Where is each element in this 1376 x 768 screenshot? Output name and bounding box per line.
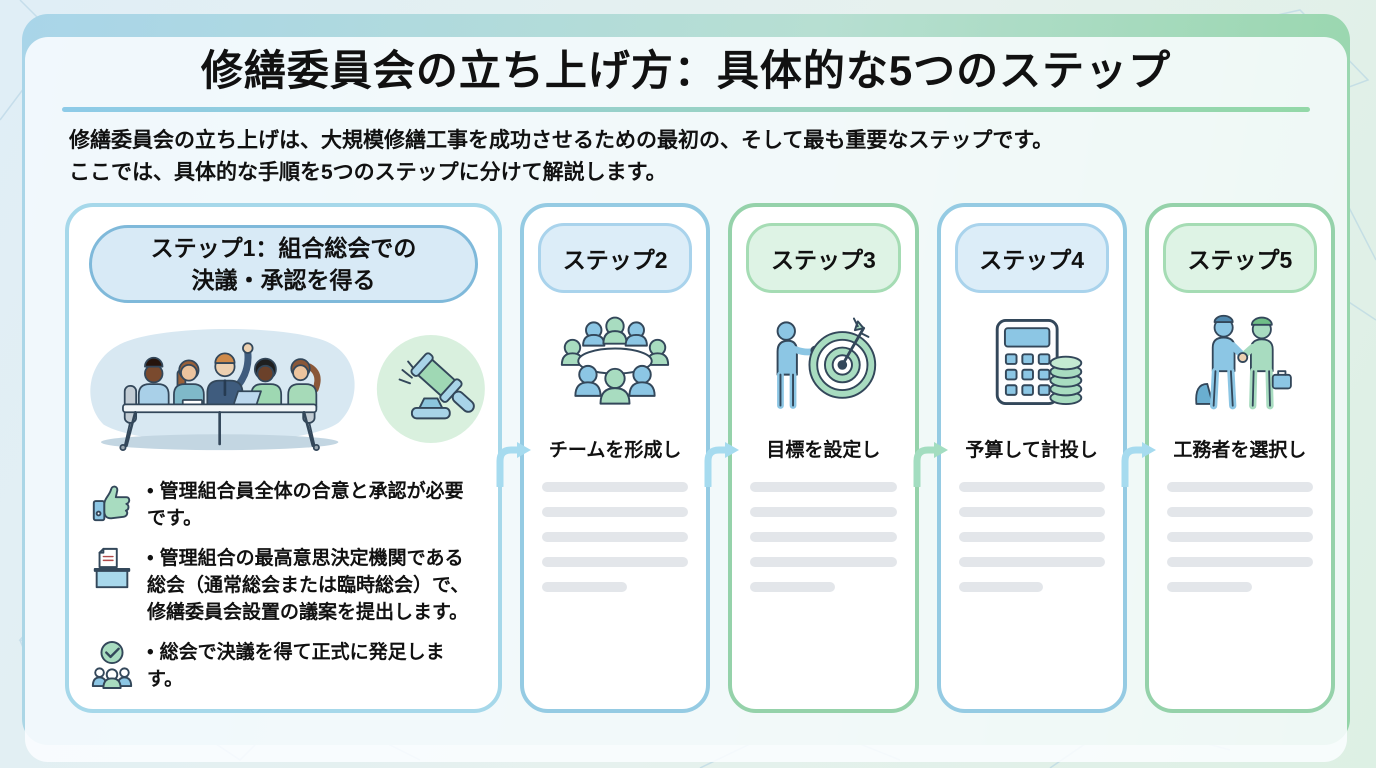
step3-caption: 目標を設定し xyxy=(766,440,881,461)
team-meeting-icon xyxy=(560,316,670,405)
meeting-scene-illustration xyxy=(90,328,355,451)
bullet-text: •管理組合の最高意思決定機関である総会（通常総会または臨時総会）で、修繕委員会設… xyxy=(147,547,470,623)
placeholder-bar xyxy=(542,582,627,592)
step2-label: ステップ2 xyxy=(562,247,668,273)
placeholder-bar xyxy=(1166,482,1313,492)
flow-arrow-icon xyxy=(704,442,740,487)
step4-icon-area xyxy=(941,303,1123,423)
step5-label: ステップ5 xyxy=(1187,247,1293,273)
flow-arrow-icon xyxy=(913,442,948,487)
step5-header-pill: ステップ5 xyxy=(1162,223,1317,293)
step3-icon-area xyxy=(732,303,914,423)
step3-header-pill: ステップ3 xyxy=(746,223,901,293)
bullet-text: •総会で決議を得て正式に発足します。 xyxy=(147,641,445,690)
step4-label: ステップ4 xyxy=(979,247,1085,273)
main-panel: 修繕委員会の立ち上げ方：具体的な5つのステップ 修繕委員会の立ち上げは、大規模修… xyxy=(25,37,1347,762)
placeholder-bar xyxy=(958,532,1105,542)
page-title: 修繕委員会の立ち上げ方：具体的な5つのステップ xyxy=(200,47,1172,94)
title-underline xyxy=(62,107,1310,112)
placeholder-bar xyxy=(750,532,897,542)
step2-caption: チームを形成し xyxy=(548,440,682,461)
flow-arrow-icon xyxy=(496,442,531,487)
placeholder-bar xyxy=(958,557,1105,567)
placeholder-bar xyxy=(1166,532,1313,542)
step2-placeholder-lines xyxy=(542,482,689,592)
bullet-text: •管理組合員全体の合意と承認が必要です。 xyxy=(147,481,464,529)
group-approved-icon xyxy=(91,640,133,689)
placeholder-bar xyxy=(542,482,689,492)
step4-header-pill: ステップ4 xyxy=(954,223,1109,293)
bullet-item-proposal: •管理組合の最高意思決定機関である総会（通常総会または臨時総会）で、修繕委員会設… xyxy=(89,546,480,627)
step5-icon-area xyxy=(1149,303,1331,423)
intro-text: 修繕委員会の立ち上げは、大規模修繕工事を成功させるための最初の、そして最も重要な… xyxy=(69,125,1347,188)
contractor-handshake-icon xyxy=(1195,314,1292,410)
thumbs-up-icon xyxy=(92,485,131,522)
step1-bullet-list: •管理組合員全体の合意と承認が必要です。 xyxy=(89,479,480,694)
goal-target-icon xyxy=(776,317,877,409)
bullet-dot: • xyxy=(147,481,154,502)
placeholder-bar xyxy=(750,557,897,567)
step3-placeholder-lines xyxy=(750,482,897,592)
flow-arrow-icon xyxy=(1121,442,1156,487)
step1-header-line1: ステップ1：組合総会での xyxy=(150,234,417,261)
step1-header-pill: ステップ1：組合総会での 決議・承認を得る xyxy=(89,225,478,303)
gavel-icon xyxy=(377,334,486,444)
main-panel-frame: 修繕委員会の立ち上げ方：具体的な5つのステップ 修繕委員会の立ち上げは、大規模修… xyxy=(22,14,1350,762)
step1-card: ステップ1：組合総会での 決議・承認を得る xyxy=(65,203,502,713)
step4-placeholder-lines xyxy=(958,482,1105,592)
intro-line-2: ここでは、具体的な手順を5つのステップに分けて解説します。 xyxy=(69,160,667,184)
step4-card: ステップ4 xyxy=(913,203,1127,713)
step5-caption: 工務者を選択し xyxy=(1173,440,1307,461)
step2-icon-area xyxy=(524,303,706,423)
placeholder-bar xyxy=(1166,557,1313,567)
placeholder-bar xyxy=(958,582,1044,592)
placeholder-bar xyxy=(750,582,836,592)
step1-header-line2: 決議・承認を得る xyxy=(191,267,376,293)
bullet-dot: • xyxy=(147,547,154,569)
step5-placeholder-lines xyxy=(1166,482,1313,592)
step2-card: ステップ2 xyxy=(496,203,711,713)
placeholder-bar xyxy=(542,557,689,567)
step2-header-pill: ステップ2 xyxy=(538,223,693,293)
placeholder-bar xyxy=(958,482,1105,492)
intro-line-1: 修繕委員会の立ち上げは、大規模修繕工事を成功させるための最初の、そして最も重要な… xyxy=(69,129,1054,152)
step3-card: ステップ3 xyxy=(704,203,919,713)
bullet-item-approval: •総会で決議を得て正式に発足します。 xyxy=(89,640,480,694)
step4-caption: 予算して計投し xyxy=(965,440,1098,461)
step5-card: ステップ5 xyxy=(1121,203,1335,713)
placeholder-bar xyxy=(542,507,689,517)
step1-illustration-row xyxy=(79,313,488,465)
placeholder-bar xyxy=(1166,507,1313,517)
placeholder-bar xyxy=(1166,582,1252,592)
bullet-dot: • xyxy=(147,641,154,663)
placeholder-bar xyxy=(542,532,689,542)
ballot-box-icon xyxy=(93,547,131,589)
placeholder-bar xyxy=(750,482,897,492)
steps-row: ステップ1：組合総会での 決議・承認を得る xyxy=(65,203,1335,713)
placeholder-bar xyxy=(750,507,897,517)
budget-calculator-icon xyxy=(995,319,1082,406)
bullet-item-consensus: •管理組合員全体の合意と承認が必要です。 xyxy=(89,479,480,533)
step3-label: ステップ3 xyxy=(770,247,876,273)
placeholder-bar xyxy=(958,507,1105,517)
